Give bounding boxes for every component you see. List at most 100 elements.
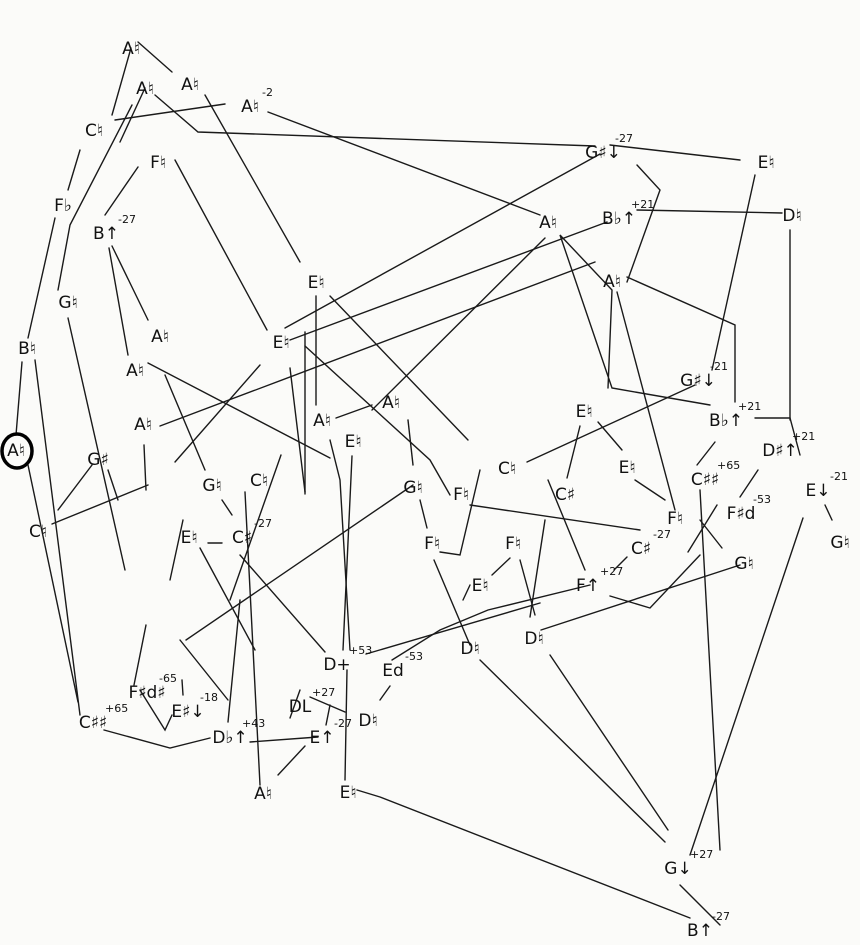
note-node: F♮ xyxy=(150,153,166,173)
note-node: F↑+27 xyxy=(576,565,623,596)
note-label: B♮ xyxy=(18,339,36,359)
note-node: E♮ xyxy=(273,333,290,353)
note-node: A♮ xyxy=(603,272,621,292)
edge-line xyxy=(239,554,326,653)
edge-line xyxy=(379,685,391,701)
note-node: E♮ xyxy=(619,458,636,478)
cents-deviation-label: +27 xyxy=(690,848,713,861)
edge-line xyxy=(462,584,471,601)
note-label: B↑ xyxy=(93,224,119,244)
edge-line xyxy=(433,559,471,646)
edge-line xyxy=(199,547,256,651)
note-label: C♮ xyxy=(29,522,47,542)
edge-line xyxy=(549,654,669,831)
note-node: E♮ xyxy=(472,576,489,596)
note-label: C♮ xyxy=(498,459,516,479)
cents-deviation-label: -27 xyxy=(254,517,272,530)
cents-deviation-label: -2 xyxy=(262,86,273,99)
note-label: C♮ xyxy=(250,471,268,491)
note-label: E♮ xyxy=(619,458,636,478)
note-node: A♮ xyxy=(136,79,154,99)
note-label: E♮ xyxy=(181,528,198,548)
cents-deviation-label: -27 xyxy=(712,910,730,923)
edge-line xyxy=(469,504,641,531)
note-node: B♮ xyxy=(18,339,36,359)
note-label: DL xyxy=(289,697,312,717)
note-node: F♮ xyxy=(453,485,469,505)
note-node: C♯♯+65 xyxy=(691,459,740,490)
note-node: B♭↑+21 xyxy=(709,400,761,431)
note-label: B♭↑ xyxy=(602,209,636,229)
note-label: D♮ xyxy=(358,711,377,731)
note-label: F♮ xyxy=(150,153,166,173)
note-node: A♮-2 xyxy=(241,86,273,117)
cents-deviation-label: +27 xyxy=(312,686,335,699)
edge-line xyxy=(566,425,581,479)
edge-line xyxy=(613,556,628,571)
edge-line xyxy=(739,469,759,498)
note-node: C♯ xyxy=(555,485,575,505)
edge-line xyxy=(67,149,81,191)
edge-line xyxy=(479,659,666,843)
note-label: F♮ xyxy=(505,534,521,554)
root-circle-icon xyxy=(0,432,34,470)
note-node: A♮ xyxy=(254,784,272,804)
note-node: A♮ xyxy=(539,213,557,233)
cents-deviation-label: -53 xyxy=(405,650,423,663)
edge-line xyxy=(267,111,541,216)
edge-line xyxy=(143,444,147,491)
note-label: C♯♯ xyxy=(79,713,107,733)
edge-line xyxy=(824,504,833,521)
note-node: G♮ xyxy=(403,478,422,498)
cents-deviation-label: -27 xyxy=(334,717,352,730)
note-node: G♮ xyxy=(202,476,221,496)
edge-line xyxy=(356,789,691,919)
note-label: A♮ xyxy=(151,327,169,347)
edge-line xyxy=(289,367,306,493)
edge-line xyxy=(57,464,93,511)
note-label: E↑ xyxy=(310,728,335,748)
note-label: E♮ xyxy=(345,432,362,452)
edge-line xyxy=(597,421,623,451)
note-label: F♮ xyxy=(424,534,440,554)
edge-line xyxy=(407,419,414,466)
note-node: C♯-27 xyxy=(631,528,671,559)
edge-line xyxy=(174,159,268,331)
edge-line xyxy=(169,519,184,581)
note-label: E♮ xyxy=(576,402,593,422)
note-node: A♮ xyxy=(313,411,331,431)
note-label: A♮ xyxy=(539,213,557,233)
note-label: D♯↑ xyxy=(762,441,798,461)
edge-line xyxy=(154,94,596,147)
note-node: C♯♯+65 xyxy=(79,702,128,733)
edge-line xyxy=(344,669,348,781)
edge-line xyxy=(229,454,282,601)
note-node: B♭↑+21 xyxy=(602,198,654,229)
cents-deviation-label: +65 xyxy=(717,459,740,472)
edge-line xyxy=(181,679,184,696)
edge-line xyxy=(304,345,451,496)
note-node: E♮ xyxy=(576,402,593,422)
note-node: E♮ xyxy=(758,153,775,173)
note-node: A♮ xyxy=(382,393,400,413)
note-node: D♮ xyxy=(782,206,801,226)
note-node: A♮ xyxy=(181,75,199,95)
note-node: C♮ xyxy=(85,121,103,141)
note-label: C♯ xyxy=(555,485,575,505)
edge-line xyxy=(636,209,783,214)
edge-line xyxy=(439,469,481,556)
note-node: F♮ xyxy=(424,534,440,554)
cents-deviation-label: +21 xyxy=(792,430,815,443)
edge-line xyxy=(27,464,79,703)
cents-deviation-label: +21 xyxy=(738,400,761,413)
note-label: E♮ xyxy=(758,153,775,173)
edge-line xyxy=(754,417,801,456)
edge-line xyxy=(119,87,146,143)
note-node: E♯↓-18 xyxy=(171,691,218,722)
note-label: G♯↓ xyxy=(585,143,621,163)
note-label: F↑ xyxy=(576,576,600,596)
edge-line xyxy=(111,47,132,116)
note-node: C♮ xyxy=(498,459,516,479)
